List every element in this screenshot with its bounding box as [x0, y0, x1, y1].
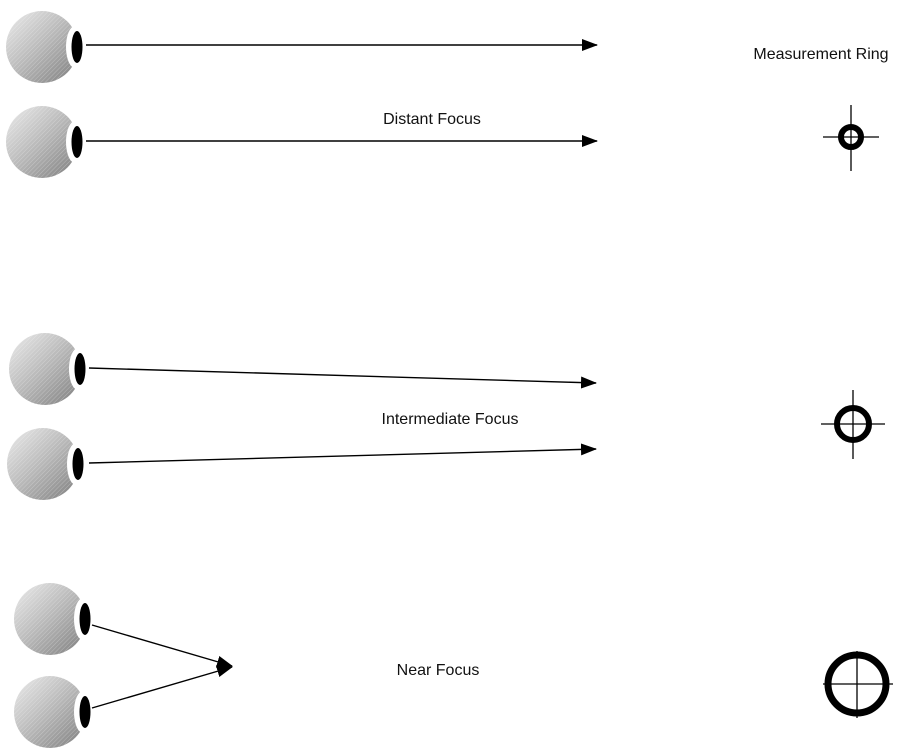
eyeball-icon	[14, 583, 92, 655]
intermediate-focus-group: Intermediate Focus	[7, 333, 885, 500]
measurement-ring-icon	[823, 105, 879, 171]
eyeball-icon	[6, 106, 84, 178]
eyeball-icon	[7, 428, 85, 500]
sightline	[88, 367, 597, 389]
intermediate-focus-label: Intermediate Focus	[382, 411, 519, 428]
distant-focus-group: Distant Focus Measurement Ring	[6, 11, 889, 178]
sightline	[91, 665, 233, 709]
measurement-ring-icon	[823, 651, 893, 718]
sightline	[88, 443, 597, 464]
near-focus-group: Near Focus	[14, 583, 893, 748]
sightline	[91, 624, 233, 668]
eyeball-icon	[9, 333, 87, 405]
distant-focus-label: Distant Focus	[383, 111, 481, 128]
eyeball-icon	[14, 676, 92, 748]
measurement-ring-icon	[821, 390, 885, 459]
measurement-ring-label: Measurement Ring	[753, 46, 888, 63]
eyeball-icon	[6, 11, 84, 83]
near-focus-label: Near Focus	[397, 662, 480, 679]
